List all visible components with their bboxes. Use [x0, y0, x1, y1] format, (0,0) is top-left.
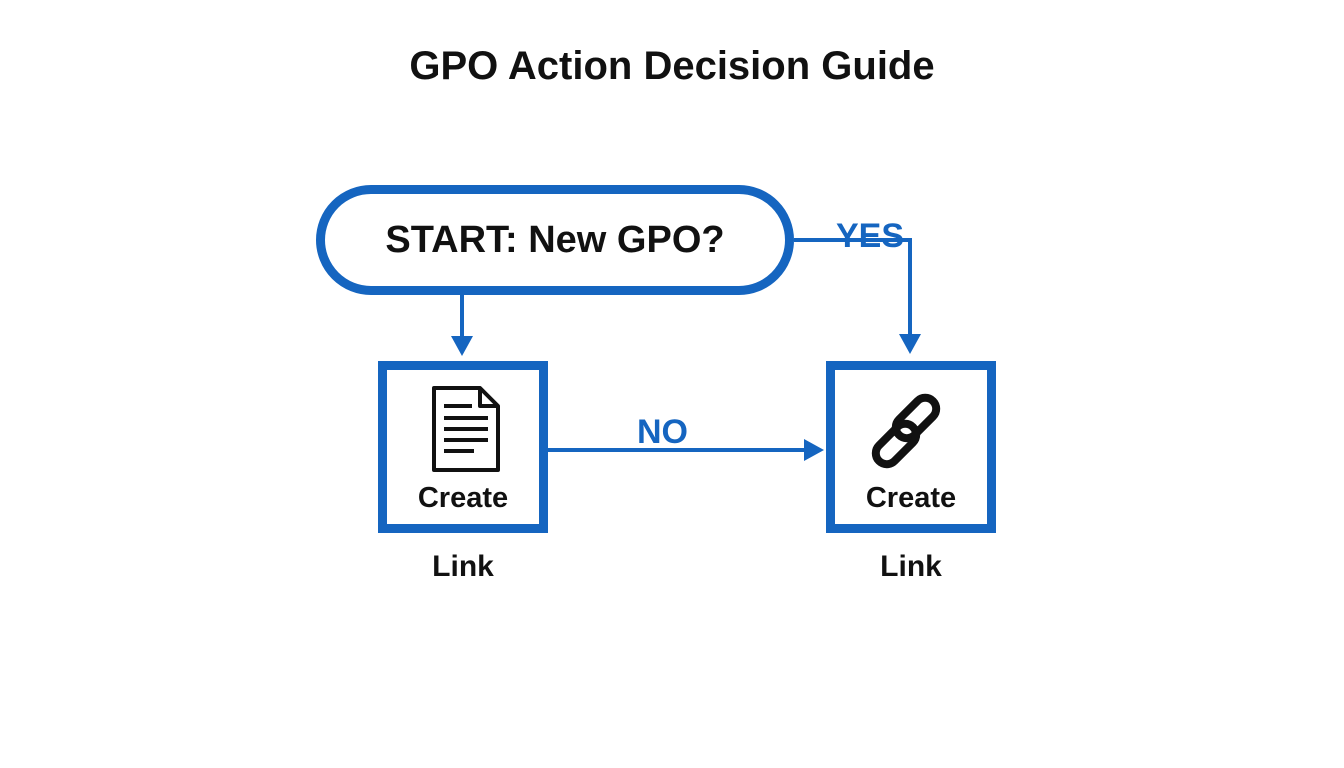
no-edge-label: NO — [637, 413, 688, 451]
arrowhead-right-down — [899, 334, 921, 354]
chain-link-icon — [871, 393, 941, 469]
left-box-caption: Link — [432, 550, 494, 583]
start-node-label: START: New GPO? — [385, 218, 725, 261]
right-box-caption: Link — [880, 550, 942, 583]
arrowhead-no-right — [804, 439, 824, 461]
start-decision-node: START: New GPO? — [316, 185, 794, 295]
create-box-left: Create — [378, 361, 548, 533]
document-icon — [432, 386, 500, 472]
right-box-label: Create — [865, 482, 957, 514]
diagram-title: GPO Action Decision Guide — [409, 44, 935, 88]
arrowhead-left-down — [451, 336, 473, 356]
connector-yes-path — [794, 238, 912, 336]
create-box-right: Create — [826, 361, 996, 533]
yes-edge-label: YES — [836, 217, 905, 255]
left-box-label: Create — [417, 482, 509, 514]
